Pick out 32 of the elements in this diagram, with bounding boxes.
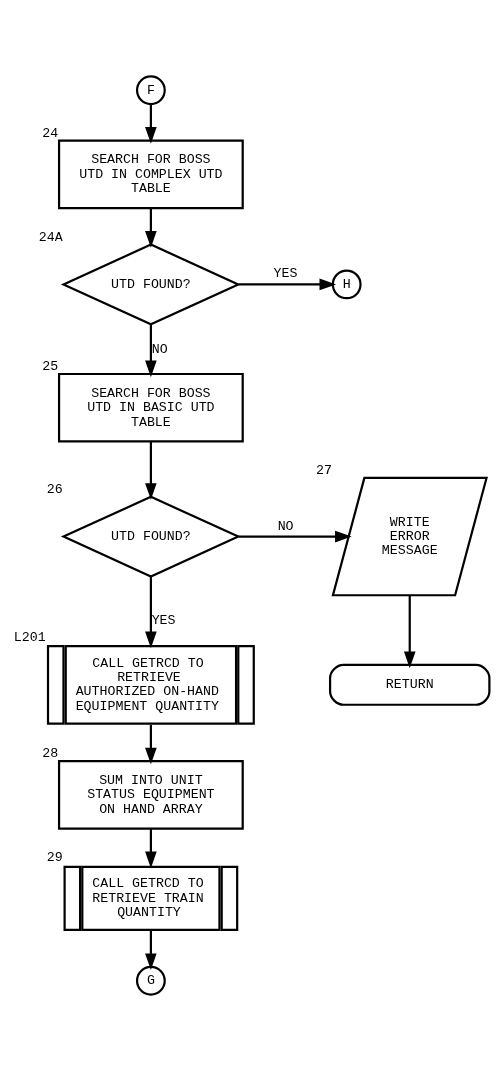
arrow xyxy=(145,441,157,500)
edge-label: NO xyxy=(151,341,168,357)
arrow xyxy=(238,530,352,542)
arrow xyxy=(403,594,416,668)
node-diamond: UTD FOUND? xyxy=(60,242,241,325)
arrow xyxy=(145,324,157,377)
node-circle: H xyxy=(331,268,362,299)
node-label: 27 xyxy=(316,462,333,478)
arrow xyxy=(145,103,157,144)
edge-label: YES xyxy=(151,612,176,628)
node-circle: G xyxy=(135,965,166,996)
node-diamond: UTD FOUND? xyxy=(60,495,241,578)
node-box: SEARCH FOR BOSS UTD IN COMPLEX UTD TABLE xyxy=(57,138,244,209)
node-box: SUM INTO UNIT STATUS EQUIPMENT ON HAND ARRAY xyxy=(57,759,244,830)
node-label: 26 xyxy=(46,481,63,497)
node-label: 28 xyxy=(42,745,59,761)
node-box: RETURN xyxy=(329,663,491,706)
arrow xyxy=(238,278,337,290)
node-label: 24A xyxy=(38,229,63,245)
arrow xyxy=(145,828,157,868)
node-label: 25 xyxy=(42,358,59,374)
node-label: 24 xyxy=(42,125,59,141)
node-label: 29 xyxy=(46,849,63,865)
edge-label: NO xyxy=(277,518,294,534)
arrow xyxy=(145,930,157,970)
arrow xyxy=(145,724,157,764)
arrow xyxy=(145,575,157,648)
arrow xyxy=(145,207,157,248)
node-circle: F xyxy=(135,74,166,105)
node-label: L201 xyxy=(13,629,46,645)
edge-label: YES xyxy=(273,265,298,281)
node-box: SEARCH FOR BOSS UTD IN BASIC UTD TABLE xyxy=(57,372,244,443)
